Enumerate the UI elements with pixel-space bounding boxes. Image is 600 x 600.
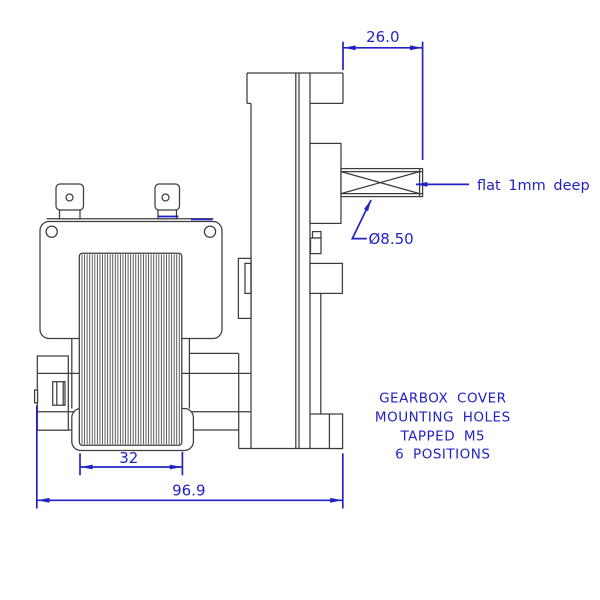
gearbox-note-line4: 6 POSITIONS (395, 447, 490, 463)
arrow-right-icon (169, 464, 182, 470)
gearbox-note: GEARBOX COVER MOUNTING HOLES TAPPED M5 6… (375, 391, 511, 463)
cover-screw-hole-left (45, 225, 58, 238)
arrow-up-right-icon (364, 199, 372, 212)
gearbox-note-line3: TAPPED M5 (399, 429, 485, 445)
adjustment-bolt (33, 381, 66, 406)
shaft-flat-cross (340, 170, 420, 195)
left-end-bell (33, 355, 69, 431)
annotation-shaft-flat: flat 1mm deep (415, 178, 590, 194)
gearbox-mid-ear (309, 262, 344, 295)
annotation-shaft-diameter: Ø8.50 (350, 199, 414, 248)
gearbox-note-line1: GEARBOX COVER (379, 391, 506, 407)
plate-blue-marks (158, 215, 213, 221)
arrow-left-icon (37, 497, 50, 503)
gearbox-note-line2: MOUNTING HOLES (375, 410, 511, 426)
dimension-stack-width: 32 (79, 449, 184, 476)
dim-label-overall-length: 96.9 (172, 482, 205, 500)
spade-terminal-left (55, 183, 85, 220)
dimension-shaft-length: 26.0 (342, 28, 424, 160)
output-shaft (340, 167, 424, 198)
arrow-left-icon (343, 45, 356, 51)
lamination-stack (78, 252, 183, 446)
motor-gearbox-spacer (237, 257, 252, 320)
gearbox-top-ear (310, 73, 344, 105)
flat-note-label: flat 1mm deep (477, 178, 590, 194)
dim-label-shaft-length: 26.0 (366, 28, 399, 46)
dim-label-shaft-diameter: Ø8.50 (369, 230, 414, 248)
lamination-ribs (81, 254, 180, 445)
arrow-right-icon (410, 45, 422, 51)
gearbox-housing (237, 72, 344, 450)
terminal-hole (161, 193, 170, 202)
arrow-left-icon (415, 182, 428, 187)
spade-terminal-right (154, 183, 181, 220)
gearbox-small-step-detail (309, 230, 322, 255)
terminal-hole (65, 193, 74, 202)
output-bearing-boss (309, 142, 342, 225)
gearbox-bottom-ear (328, 413, 344, 450)
cover-screw-hole-right (203, 225, 217, 238)
arrow-right-icon (330, 497, 343, 503)
dimension-overall-length: 96.9 (35, 405, 344, 509)
arrow-left-icon (80, 464, 93, 470)
dim-label-stack-width: 32 (119, 449, 138, 467)
